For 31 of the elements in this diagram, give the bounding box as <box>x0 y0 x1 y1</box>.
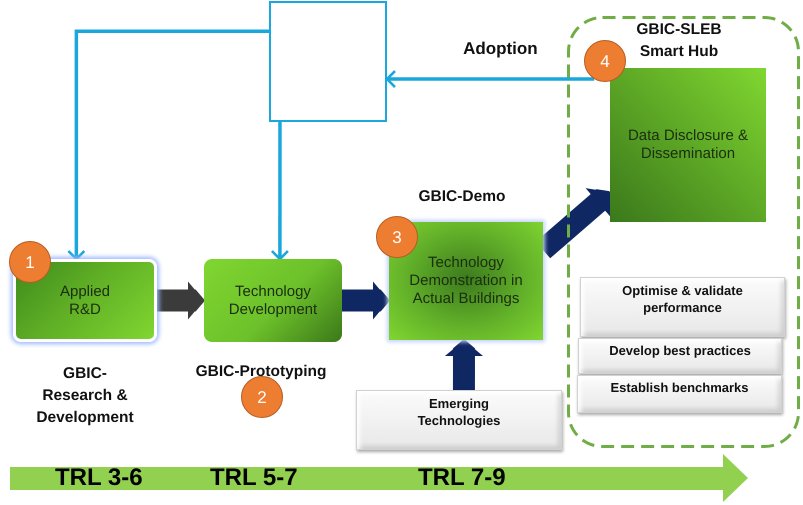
trl-label: TRL 7-9 <box>418 466 506 490</box>
stage-heading: GBIC- Research & Development <box>35 364 135 428</box>
step-number-badge: 2 <box>241 376 283 418</box>
trl-label: TRL 3-6 <box>55 466 143 490</box>
activity-box <box>580 277 785 337</box>
step-number-badge: 1 <box>9 241 51 283</box>
activity-box <box>356 390 562 450</box>
trl-label: TRL 5-7 <box>210 466 298 490</box>
activity-label: Emerging Technologies <box>416 396 502 430</box>
connector-arrow <box>270 122 290 260</box>
activity-label: Develop best practices <box>608 343 752 360</box>
block-arrow <box>157 282 204 320</box>
stage-heading: GBIC-Demo <box>418 187 506 207</box>
activity-label: Establish benchmarks <box>610 380 750 397</box>
group-heading: GBIC-SLEB Smart Hub <box>635 20 723 62</box>
block-arrow <box>342 281 389 320</box>
process-box <box>389 222 543 340</box>
step-number-badge: 4 <box>584 40 626 82</box>
connector-arrow <box>386 70 594 88</box>
process-box <box>610 68 766 222</box>
activity-label: Optimise & validate performance <box>621 283 744 317</box>
block-arrow <box>444 340 483 390</box>
process-box <box>204 259 342 342</box>
process-label: Data Disclosure & Dissemination <box>626 127 750 163</box>
activity-box <box>578 338 782 374</box>
blank-frame <box>269 1 387 122</box>
process-label: Applied R&D <box>58 282 112 318</box>
activity-box <box>577 375 782 413</box>
process-label: Technology Development <box>228 282 318 318</box>
connector-arrow <box>67 30 269 260</box>
step-number-badge: 3 <box>376 216 418 258</box>
